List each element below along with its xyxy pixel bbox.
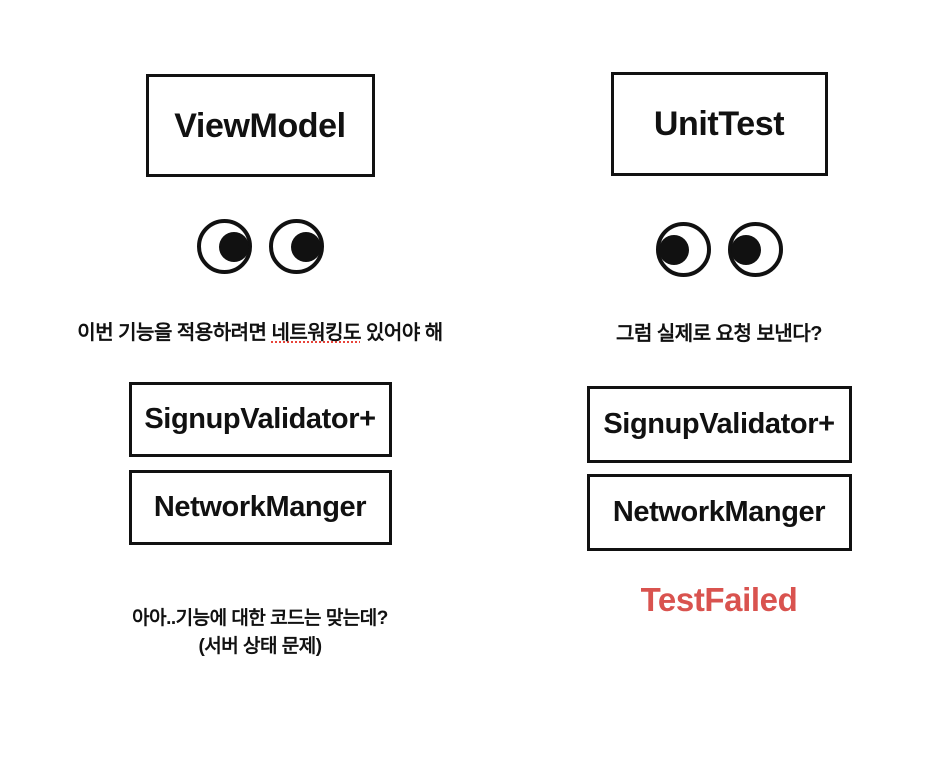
unittest-eyes xyxy=(655,222,783,277)
eye-left xyxy=(196,219,252,274)
viewmodel-component-signupvalidator: SignupValidator+ xyxy=(128,382,392,457)
caption-line-2: (서버 상태 문제) xyxy=(198,635,322,657)
test-failed-status: TestFailed xyxy=(640,581,798,618)
unittest-title-box: UnitTest xyxy=(610,72,828,176)
eye-right xyxy=(727,222,783,277)
viewmodel-component-networkmanger: NetworkManger xyxy=(128,470,392,545)
pupil-icon xyxy=(218,231,249,262)
pupil-icon xyxy=(730,234,761,265)
dialogue-part-before: 이번 기능을 적용하려면 xyxy=(77,322,272,344)
pupil-icon xyxy=(658,234,689,265)
viewmodel-dialogue: 이번 기능을 적용하려면 네트워킹도 있어야 해 xyxy=(77,316,443,345)
unittest-component-signupvalidator: SignupValidator+ xyxy=(586,386,852,463)
eye-left xyxy=(655,222,711,277)
unittest-column: UnitTest 그럼 실제로 요청 보낸다? SignupValidator+… xyxy=(500,0,938,780)
viewmodel-eyes xyxy=(196,219,324,274)
dialogue-part-after: 있어야 해 xyxy=(360,322,443,344)
caption-line-1: 아아..기능에 대한 코드는 맞는데? xyxy=(132,608,388,629)
viewmodel-caption: 아아..기능에 대한 코드는 맞는데? (서버 상태 문제) xyxy=(132,605,388,660)
unittest-component-networkmanger: NetworkManger xyxy=(586,474,852,551)
dialogue-misspelled-word: 네트워킹도 xyxy=(271,322,361,344)
pupil-icon xyxy=(290,231,321,262)
viewmodel-column: ViewModel 이번 기능을 적용하려면 네트워킹도 있어야 해 Signu… xyxy=(20,0,500,780)
eye-right xyxy=(268,219,324,274)
unittest-dialogue: 그럼 실제로 요청 보낸다? xyxy=(616,323,822,345)
viewmodel-title-box: ViewModel xyxy=(145,74,375,177)
